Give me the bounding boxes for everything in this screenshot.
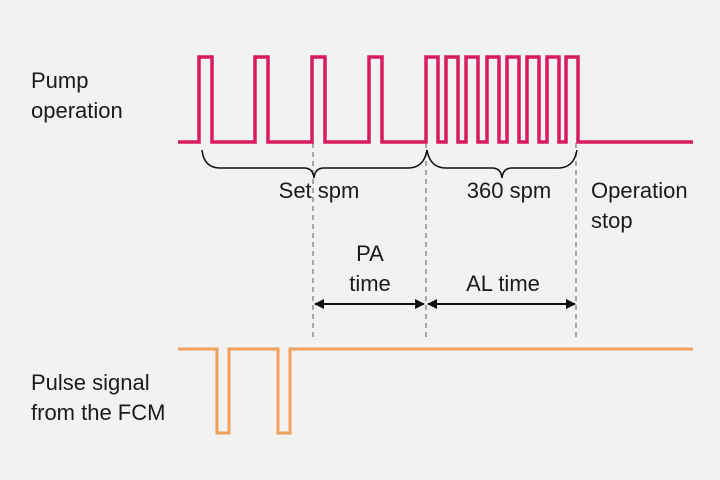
al-time-label: AL time [466,271,540,296]
pulse-label-line2: from the FCM [31,400,166,425]
spm-360-brace [426,149,578,179]
pa-label-line1: PA [356,241,384,266]
spm-360-label: 360 spm [466,178,552,203]
pa-label-line2: time [349,271,391,296]
pulse-signal-label: Pulse signal from the FCM [31,368,165,428]
pump-label-line2: operation [31,98,123,123]
set-spm-label: Set spm [278,178,360,203]
stop-label-line2: stop [591,208,633,233]
set-spm-brace [201,149,428,179]
pump-operation-waveform [178,55,693,144]
pump-label-line1: Pump [31,68,89,93]
pa-time-label: PA time [349,239,391,299]
pulse-label-line1: Pulse signal [31,370,150,395]
stop-label-line1: Operation [591,178,688,203]
pulse-signal-waveform [178,347,693,435]
operation-stop-label: Operation stop [591,176,688,236]
pump-operation-label: Pump operation [31,66,123,126]
